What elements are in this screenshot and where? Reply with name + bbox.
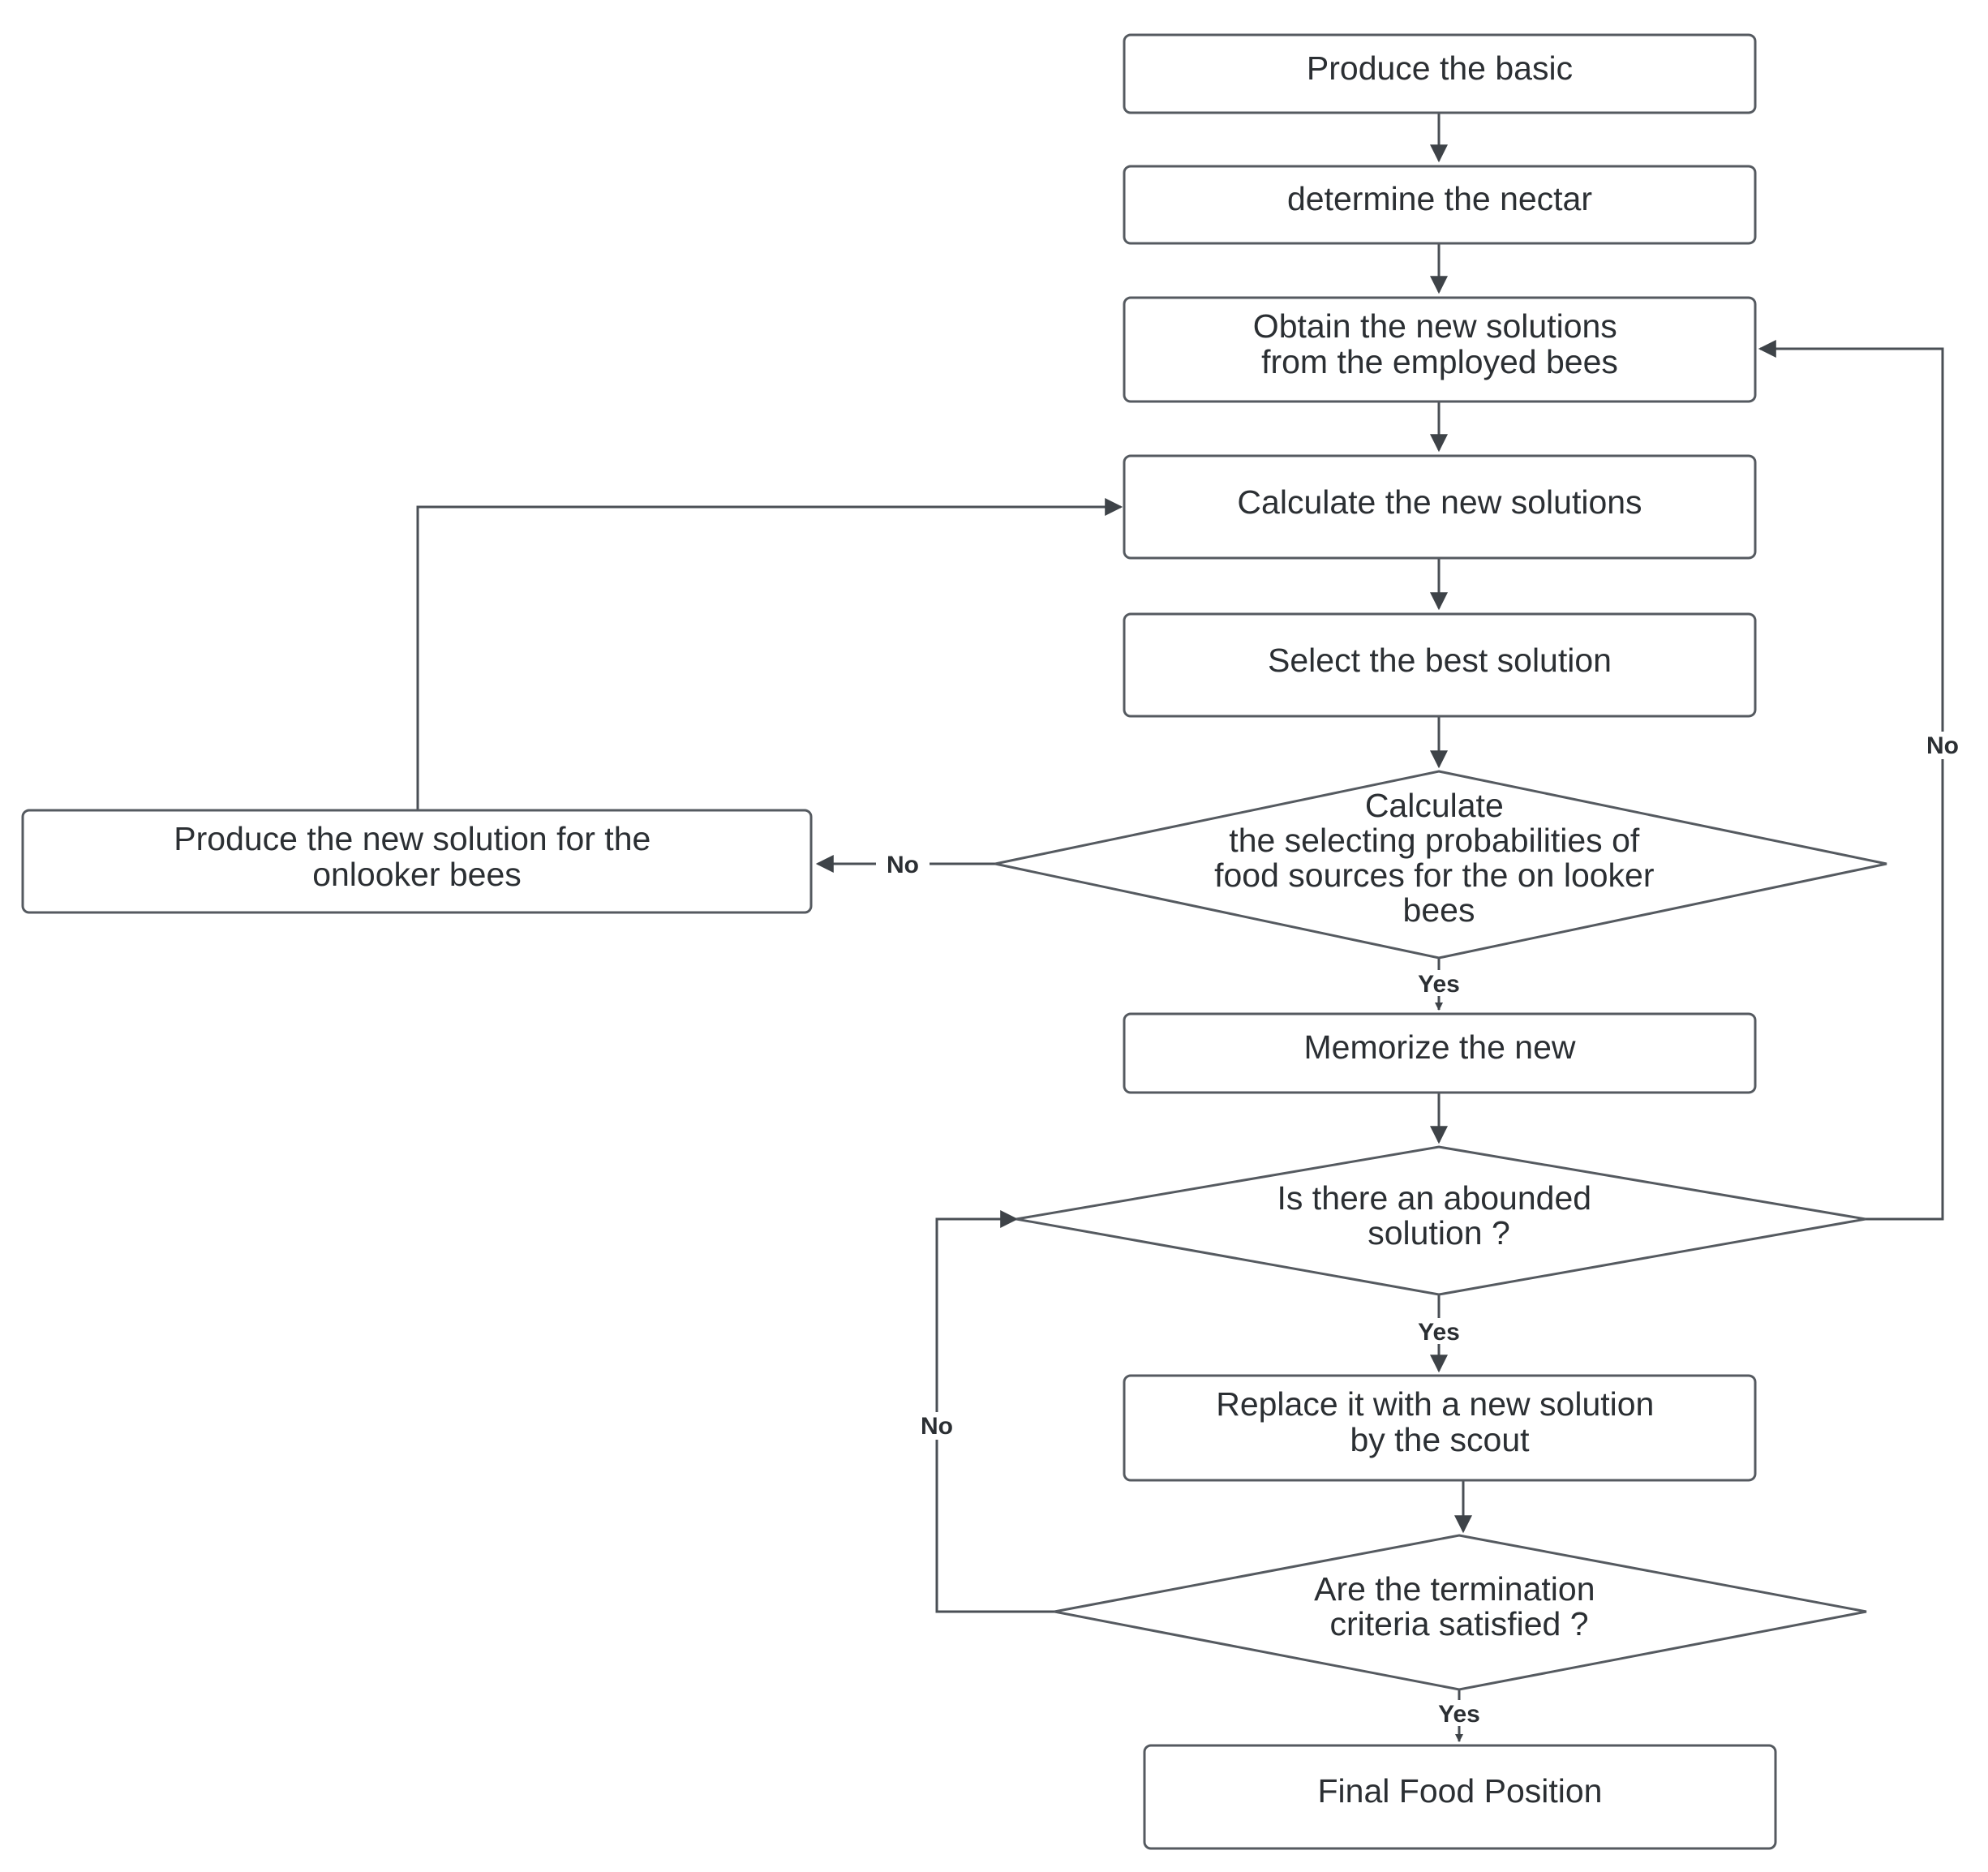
node-obtain-solutions: Obtain the new solutions from the employ…	[1123, 296, 1757, 403]
obtain-solutions-line-2: from the employed bees	[1261, 343, 1618, 380]
svg-text:Memorize the new: Memorize the new	[1304, 1028, 1576, 1066]
produce-basic-line-1: Produce the basic	[1307, 49, 1573, 87]
calc-probabilities-line-1: Calculate	[1365, 787, 1504, 824]
label-abandoned-yes: Yes	[1418, 1319, 1460, 1346]
calc-probabilities-line-4: bees	[1403, 891, 1475, 929]
memorize-line-1: Memorize the new	[1304, 1028, 1576, 1066]
label-prob-yes: Yes	[1418, 971, 1460, 998]
node-select-best: Select the best solution	[1123, 612, 1757, 718]
svg-text:Produce the new solution for t: Produce the new solution for the onlooke…	[174, 820, 659, 893]
calc-probabilities-line-3: food sources for the on looker	[1214, 857, 1654, 894]
node-replace-scout: Replace it with a new solution by the sc…	[1123, 1374, 1757, 1482]
calc-probabilities-line-2: the selecting probabilities of	[1229, 822, 1640, 859]
abandoned-check-line-2: solution ?	[1368, 1214, 1510, 1252]
node-final-position: Final Food Position	[1143, 1744, 1777, 1850]
edge-abandoned-no	[1758, 340, 1944, 1221]
replace-scout-line-2: by the scout	[1350, 1421, 1530, 1458]
determine-nectar-line-1: determine the nectar	[1287, 180, 1592, 217]
node-produce-onlooker: Produce the new solution for the onlooke…	[21, 809, 813, 914]
svg-text:Select the best solution: Select the best solution	[1268, 642, 1612, 679]
label-termination-no: No	[921, 1413, 953, 1440]
termination-check-line-2: criteria satisfied ?	[1329, 1605, 1588, 1642]
svg-text:determine the nectar: determine the nectar	[1287, 180, 1592, 217]
svg-text:Calculate the new solutions: Calculate the new solutions	[1237, 483, 1642, 521]
node-determine-nectar: determine the nectar	[1123, 165, 1757, 245]
calculate-solutions-line-1: Calculate the new solutions	[1237, 483, 1642, 521]
svg-text:Calculate the selecting: Calculate the selecting probabilities of…	[1214, 787, 1664, 929]
node-calc-probabilities: Calculate the selecting probabilities of…	[994, 770, 1887, 960]
edge-labels: No Yes No Yes No Yes	[876, 732, 1968, 1728]
svg-text:Replace it with a new solution: Replace it with a new solution by the sc…	[1216, 1385, 1664, 1458]
node-memorize: Memorize the new	[1123, 1012, 1757, 1094]
termination-check-line-1: Are the termination	[1314, 1570, 1595, 1608]
node-abandoned-check: Is there an abounded solution ?	[1015, 1145, 1866, 1296]
svg-text:Produce the basic: Produce the basic	[1307, 49, 1573, 87]
node-produce-basic: Produce the basic	[1123, 33, 1757, 114]
abandoned-check-line-1: Is there an abounded	[1277, 1179, 1592, 1217]
label-termination-yes: Yes	[1438, 1701, 1480, 1728]
replace-scout-line-1: Replace it with a new solution	[1216, 1385, 1654, 1423]
svg-text:Are the termination crit: Are the termination criteria satisfied ?	[1314, 1570, 1604, 1642]
node-calculate-solutions: Calculate the new solutions	[1123, 454, 1757, 560]
svg-text:Is there an abounded sol: Is there an abounded solution ?	[1277, 1179, 1601, 1252]
svg-text:Obtain the new solutions: Obtain the new solutions from the employ…	[1253, 307, 1626, 380]
edge-onlooker-to-calculate	[416, 498, 1123, 810]
obtain-solutions-line-1: Obtain the new solutions	[1253, 307, 1617, 345]
label-prob-no: No	[887, 852, 919, 878]
svg-text:Final Food Position: Final Food Position	[1318, 1772, 1603, 1810]
select-best-line-1: Select the best solution	[1268, 642, 1612, 679]
produce-onlooker-line-2: onlooker bees	[312, 856, 522, 893]
label-abandoned-no: No	[1926, 732, 1959, 759]
produce-onlooker-line-1: Produce the new solution for the	[174, 820, 651, 857]
final-position-line-1: Final Food Position	[1318, 1772, 1603, 1810]
node-termination-check: Are the termination criteria satisfied ?	[1054, 1534, 1867, 1691]
